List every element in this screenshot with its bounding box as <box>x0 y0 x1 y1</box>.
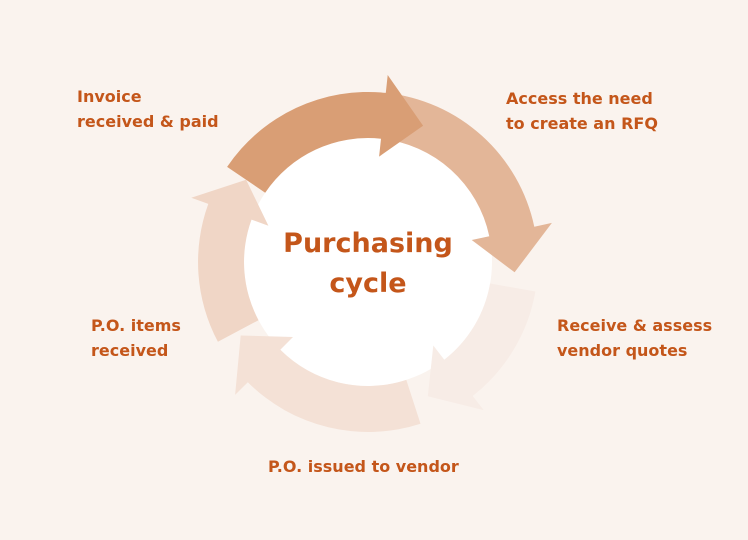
step-label-items-received: P.O. items received <box>91 313 181 363</box>
cycle-title: Purchasing cycle <box>244 224 492 304</box>
step-label-line: Invoice <box>77 87 142 106</box>
step-label-line: P.O. items <box>91 316 181 335</box>
cycle-arrow-items-received <box>191 179 269 342</box>
cycle-arrow-vendor-quotes <box>427 283 536 411</box>
step-label-invoice-paid: Invoice received & paid <box>77 84 219 134</box>
step-label-line: received <box>91 341 169 360</box>
cycle-title-line-2: cycle <box>329 268 407 299</box>
step-label-line: Access the need <box>506 89 653 108</box>
cycle-arrow-access-need <box>381 92 552 273</box>
cycle-title-line-1: Purchasing <box>283 228 453 259</box>
cycle-arrow-po-issued <box>235 335 421 433</box>
step-label-access-need: Access the need to create an RFQ <box>506 86 658 136</box>
step-label-line: received & paid <box>77 112 219 131</box>
cycle-center-circle <box>244 138 492 386</box>
step-label-line: P.O. issued to vendor <box>268 457 459 476</box>
step-label-line: to create an RFQ <box>506 114 658 133</box>
step-label-vendor-quotes: Receive & assess vendor quotes <box>557 313 712 363</box>
step-label-line: vendor quotes <box>557 341 688 360</box>
step-label-line: Receive & assess <box>557 316 713 335</box>
step-label-po-issued: P.O. issued to vendor <box>268 454 459 479</box>
cycle-arrow-invoice-paid <box>227 75 424 193</box>
